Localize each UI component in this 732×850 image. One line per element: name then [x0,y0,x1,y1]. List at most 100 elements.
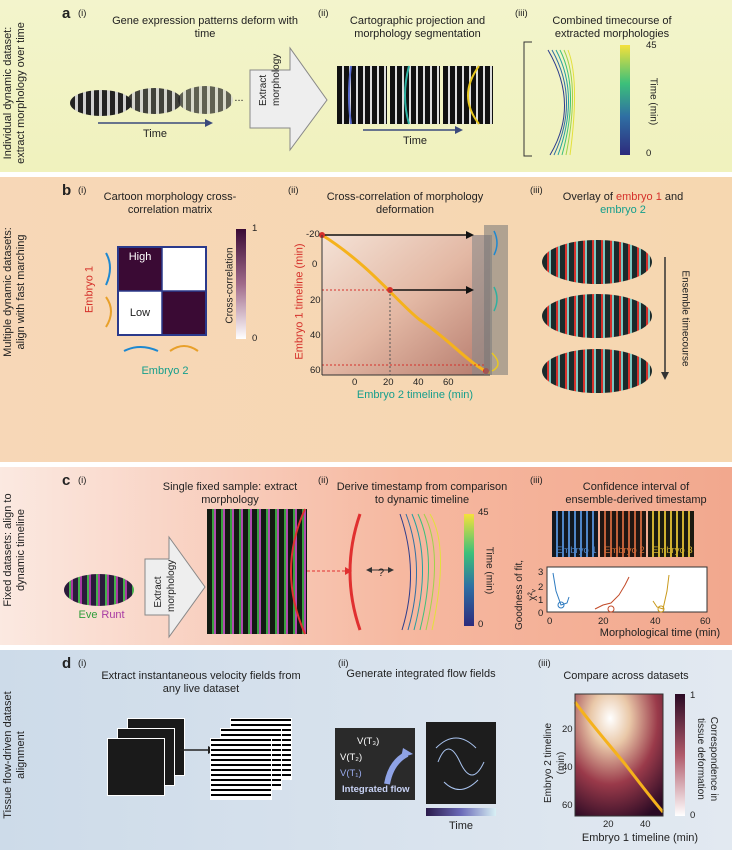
panel-a-arrows [98,41,532,157]
panel-c-sub-ii: (ii) [318,475,329,486]
low-label: Low [129,307,151,319]
panel-b: Multiple dynamic datasets: align with fa… [0,177,732,462]
panel-b-cbar-min: 0 [252,333,258,344]
cartoon-matrix [117,246,207,336]
panel-c-extract-label: Extract morphology [153,559,177,612]
b-ytick-4: 60 [310,365,321,376]
panel-c-extract-arrow [144,535,206,639]
panel-b-ylabel: Embryo 1 timeline (min) [293,243,306,360]
panel-c-overlay [290,508,352,635]
panel-b-sub-ii: (ii) [288,185,299,196]
flow-comparison-heatmap [573,693,665,817]
overlay-embryo-3 [542,349,652,393]
crosscorr-plot [319,231,492,376]
morph-column [484,225,508,375]
velocity-frame-3 [107,738,165,796]
panel-c-title-i: Single fixed sample: extract morphology [162,481,298,506]
panel-d-letter: d [62,655,72,672]
chi-embryo-2-image [600,511,646,557]
integrated-flow-diagram [335,728,415,800]
embryo-image-3 [178,86,233,114]
panel-b-side-label: Multiple dynamic datasets: align with fa… [2,227,27,357]
b-xtick-0: 0 [352,377,358,388]
chi-embryo-1-image [552,511,598,557]
panel-d-xlabel: Embryo 1 timeline (min) [581,832,699,844]
panel-d-cbar-label: Correspondence in tissue deformation [695,716,719,802]
b-xtick-3: 60 [443,377,454,388]
panel-a-title-ii: Cartographic projection and morphology s… [349,15,486,40]
v1-label: V(T₁) [340,768,362,779]
chi-embryo-2-label: Embryo 2 [604,545,645,556]
panel-b-letter: b [62,182,72,199]
panel-d-ylabel: Embryo 2 timeline (min) [543,722,567,804]
ellipsis: ... [234,92,244,104]
c-xtick-3: 60 [700,616,711,627]
b-xtick-1: 20 [383,377,394,388]
panel-b-title-iii: Overlay of embryo 1 and embryo 2 [562,191,684,216]
panel-a-extract-label: Extract morphology [258,53,282,106]
c-xtick-0: 0 [547,616,553,627]
panel-a-sub-i: (i) [78,8,87,19]
high-label: High [128,251,152,263]
d-xtick-0: 20 [603,819,614,830]
panel-c-cbar-min: 0 [478,619,484,630]
panel-d-title-iii: Compare across datasets [563,670,689,682]
ensemble-arrow [661,257,669,380]
b-xtick-2: 40 [413,377,424,388]
c-xtick-1: 20 [598,616,609,627]
v3-label: V(T₃) [357,736,380,747]
overlay-embryo-1 [542,240,652,284]
panel-a-title-iii: Combined timecourse of extracted morphol… [552,15,672,40]
time-colorbar [426,808,496,816]
panel-d-sub-iii: (iii) [538,658,551,669]
panel-b-xlabel: Embryo 2 timeline (min) [356,389,474,401]
v2-label: V(T₂) [340,752,363,763]
timecourse-morphologies [547,49,576,156]
projection-tile-1 [337,66,387,124]
panel-c-cbar-label: Time (min) [483,546,495,595]
panel-b-sub-i: (i) [78,185,87,196]
cartoon-morphologies [105,252,199,352]
chi-xlabel: Morphological time (min) [599,627,721,639]
panel-b-colorbar [236,229,246,339]
panel-a-cbar-label: Time (min) [647,77,659,126]
embryo2-label: Embryo 2 [141,365,189,377]
panel-c-letter: c [62,472,71,489]
overlay-embryo-2 [542,294,652,338]
panel-a-cbar-min: 0 [646,148,652,159]
b-ytick-3: 40 [310,330,321,341]
c-xtick-2: 40 [650,616,661,627]
segmentation-overlay [348,65,480,125]
panel-a-sub-iii: (iii) [515,8,528,19]
panel-a-cbar-max: 45 [646,40,657,51]
fixed-embryo [64,574,134,606]
panel-d-side-label: Tissue flow-driven dataset alignment [2,691,27,819]
c-ytick-1: 1 [538,595,544,606]
panel-b-title-ii: Cross-correlation of morphology deformat… [326,191,484,216]
panel-c-cbar-max: 45 [478,507,489,518]
chi-ylabel: Goodness of fit, χ²ᵥ [514,559,538,631]
panel-a-time-ii: Time [402,135,428,147]
embryo-image-2 [127,88,182,114]
integrated-flow-label: Integrated flow [342,784,410,795]
b-ytick-2: 20 [310,295,321,306]
runt-label: Runt [101,609,125,621]
d-xtick-1: 40 [640,819,651,830]
panel-b-cbar-label: Cross-correlation [224,247,236,324]
embryo1-label: Embryo 1 [83,265,96,314]
panel-d-title-ii: Generate integrated flow fields [346,668,496,680]
embryo-image-1 [70,90,132,116]
chi-plot [546,566,708,613]
panel-c-title-ii: Derive timestamp from comparison to dyna… [336,481,508,506]
eve-label: Eve [78,609,98,621]
d-ytick-0: 20 [562,724,573,735]
panel-d-cbar-max: 1 [690,690,696,701]
panel-b-sub-iii: (iii) [530,185,543,196]
panel-d-sub-i: (i) [78,658,87,669]
c-ytick-3: 3 [538,567,544,578]
panel-c-side-label: Fixed datasets: align to dynamic timelin… [2,493,27,607]
time-colorbar-label: Time [448,820,474,832]
panel-a-colorbar [620,45,630,155]
panel-c-sub-i: (i) [78,475,87,486]
panel-d-colorbar [675,694,685,816]
